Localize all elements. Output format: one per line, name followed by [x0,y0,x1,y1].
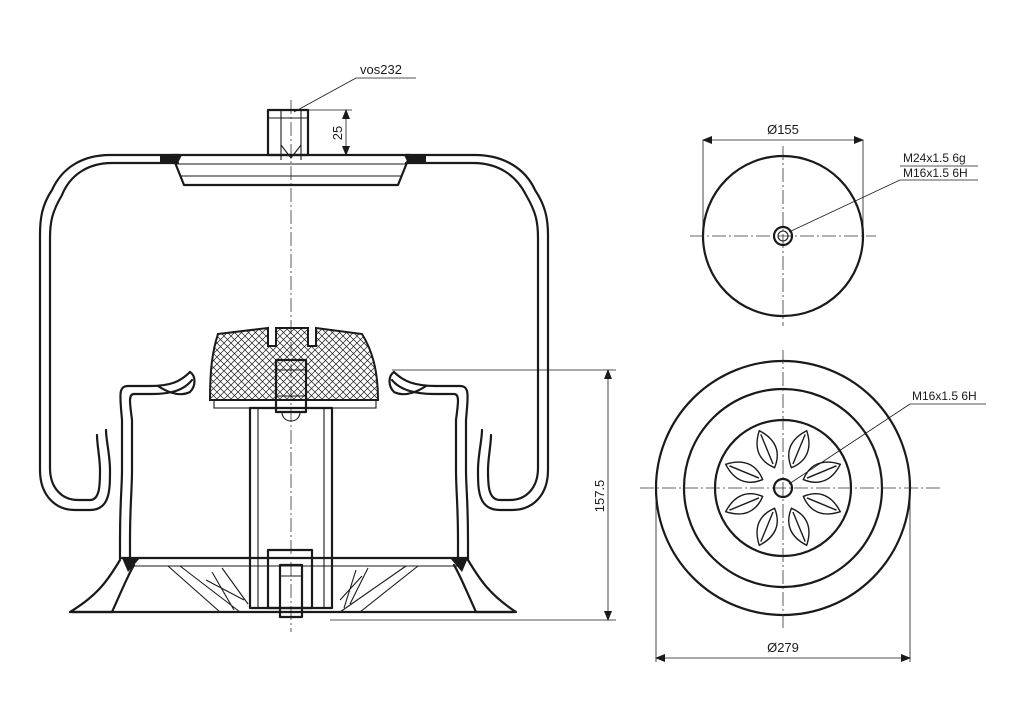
bottom-thread-leader: M16x1.5 6H [788,389,986,485]
base-ribs-left [167,565,249,613]
dim-stud-height-label: 25 [330,126,345,140]
dim-stud-height: 25 [308,109,352,156]
piston-outer-right [392,370,518,614]
piston-inner-right [390,378,460,562]
bead-curl-left [156,370,196,396]
bead-curl-right [388,370,428,396]
base-wedge-right [450,558,468,572]
top-stud-outer [772,225,794,247]
bottom-rib [802,493,842,515]
bottom-rib [724,493,764,515]
top-stud-bore-tip [280,144,302,159]
dim-total-height-label: 157.5 [592,480,607,513]
dim-top-diameter-label: Ø155 [767,122,799,137]
bellows-inner [48,161,180,502]
dim-top-diameter: Ø155 [702,122,864,236]
base-wedge-left [122,558,140,572]
piston-inner [128,378,194,562]
bottom-view: M16x1.5 6H Ø279 [640,350,986,662]
bumper [208,326,380,401]
bottom-rib [788,507,810,547]
top-thread-inner-label: M16x1.5 6H [903,166,968,180]
upper-bolt [274,358,308,414]
upper-bolt-tip [281,411,301,422]
bottom-rib [756,507,778,547]
bottom-rib [802,461,842,483]
bottom-ribs [724,429,842,547]
dim-bottom-diameter: Ø279 [655,488,911,662]
top-thread-leader: M24x1.5 6g M16x1.5 6H [788,151,978,233]
lower-bolt [278,563,304,619]
bottom-rib [756,429,778,469]
bottom-rib [724,461,764,483]
bumper-base [213,399,377,409]
top-view: Ø155 M24x1.5 6g M16x1.5 6H [690,122,978,326]
base-ribs-right [339,565,419,613]
part-code-leader: vos232 [293,62,416,113]
top-thread-outer-label: M24x1.5 6g [903,151,966,165]
dim-total-height: 157.5 [330,369,616,621]
bellows-inner-right [404,161,540,502]
side-section-view: 25 vos232 157.5 [38,62,616,632]
bellows-outer [38,153,180,512]
dim-bottom-diameter-label: Ø279 [767,640,799,655]
lower-insert [266,548,314,610]
bellows-outer-right [404,153,550,512]
bottom-rib [788,429,810,469]
part-code-label: vos232 [360,62,402,77]
top-stud [266,108,310,157]
bottom-thread-label: M16x1.5 6H [912,389,977,403]
top-stud-inner [777,230,789,242]
bead-left [160,155,182,163]
bottom-thread-hole [772,477,794,499]
